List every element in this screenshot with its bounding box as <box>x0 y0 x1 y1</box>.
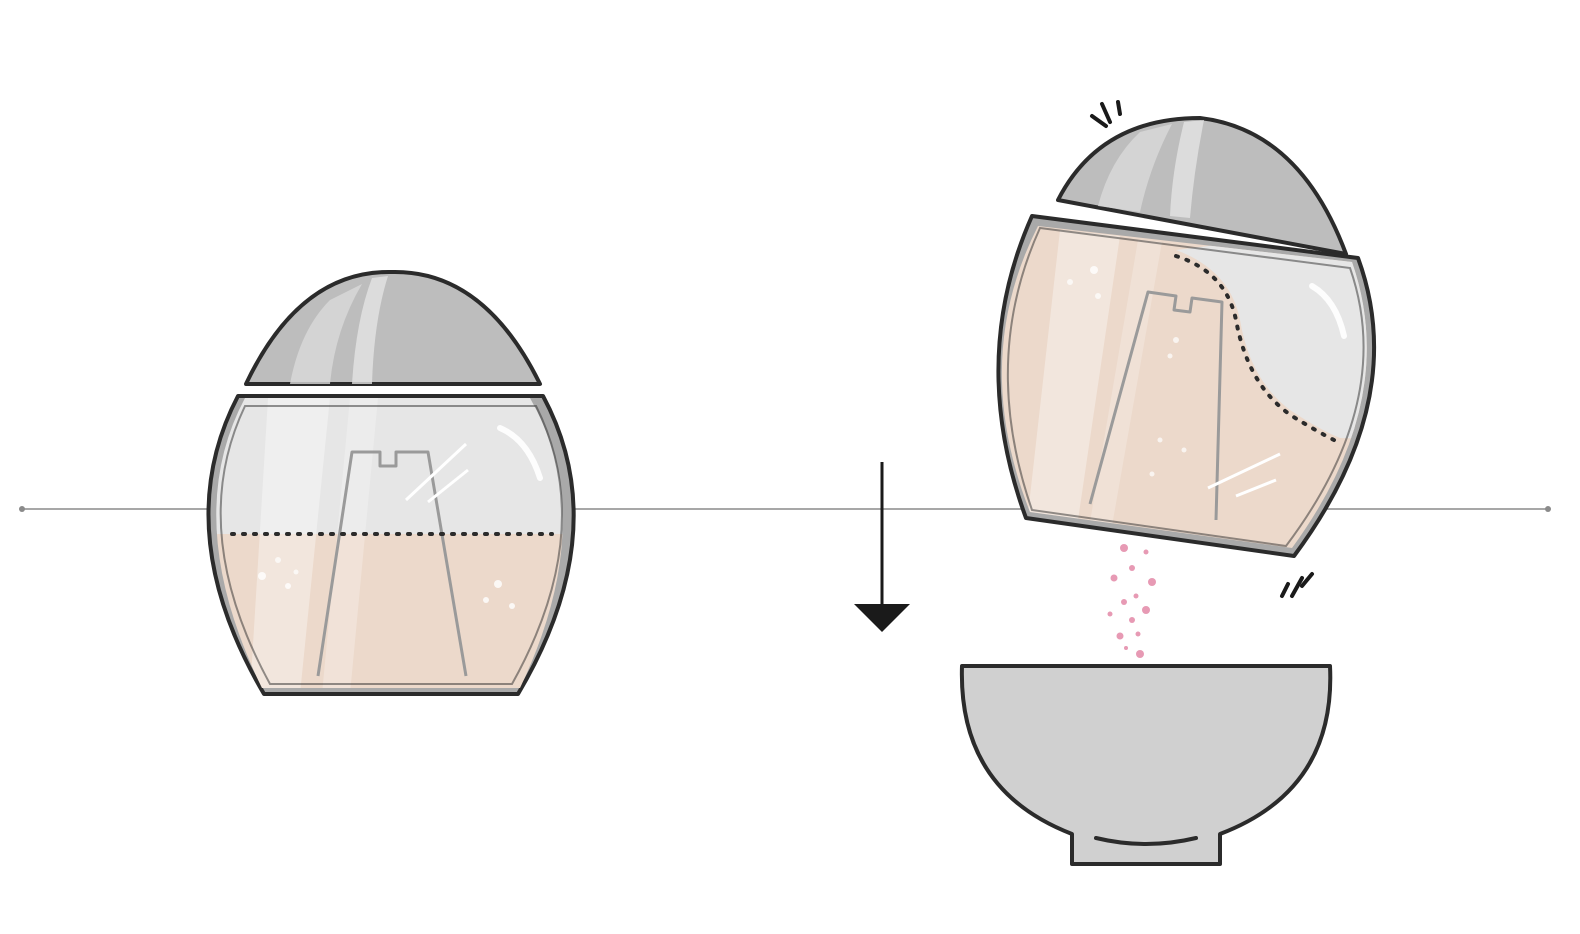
shaker-cap-icon <box>1056 116 1348 256</box>
jar-body-icon <box>996 214 1377 558</box>
baseline-left-endpoint <box>19 506 25 512</box>
tilted-shaker <box>996 100 1377 598</box>
baseline-right-endpoint <box>1545 506 1551 512</box>
bowl-icon <box>959 664 1333 866</box>
upright-shaker <box>206 269 576 696</box>
inner-tube <box>1088 290 1224 521</box>
jar-body-icon <box>206 394 576 696</box>
salt-grain-icon <box>1107 544 1156 658</box>
motion-marks-icon <box>1090 100 1314 598</box>
salt-fill <box>216 534 563 688</box>
fill-level-line <box>1174 254 1336 442</box>
down-arrow-icon <box>854 462 910 632</box>
shaker-cap-icon <box>244 269 542 386</box>
inner-tube <box>316 450 468 677</box>
